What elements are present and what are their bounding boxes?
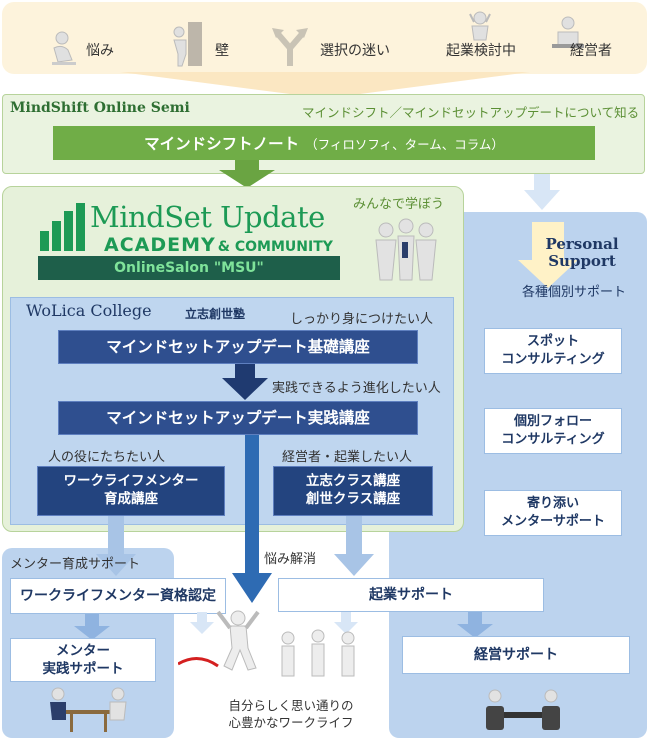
spot-consulting-box: スポット コンサルティング xyxy=(484,328,622,374)
class-course-box: 立志クラス講座 創世クラス講座 xyxy=(273,466,433,516)
msu-logo-line2: ACADEMY & COMMUNITY xyxy=(104,234,333,256)
startup-down-arrow xyxy=(457,612,493,638)
executives-meeting-icon xyxy=(486,689,560,730)
mentor-practice-label: メンター 実践サポート xyxy=(42,642,124,677)
personal-support-title: Personal Support xyxy=(545,235,619,270)
lightblue-down-arrow xyxy=(524,174,560,210)
msu-community: & COMMUNITY xyxy=(217,239,333,255)
meeting-people-icon xyxy=(50,687,127,732)
label-learn: しっかり身につけたい人 xyxy=(290,312,434,327)
thinking-person-icon xyxy=(469,11,491,41)
cert-box: ワークライフメンター資格認定 xyxy=(10,578,226,614)
worries-panel xyxy=(2,2,647,74)
label-evolve: 実践できるよう進化したい人 xyxy=(272,381,441,396)
mindshift-note-detail: （フィロソフィ、ターム、コラム） xyxy=(305,136,504,152)
mindshift-note-bar: マインドシフトノート （フィロソフィ、ターム、コラム） xyxy=(53,126,595,160)
goal-text: 自分らしく思い通りの 心豊かなワークライフ xyxy=(228,698,354,730)
practice-course-box: マインドセットアップデート実践講座 xyxy=(58,401,418,435)
worry-label-1: 悩み xyxy=(86,43,114,59)
mentor-support-title: メンター育成サポート xyxy=(10,557,141,572)
personal-support-subtitle: 各種個別サポート xyxy=(522,285,627,300)
label-biz: 経営者・起業したい人 xyxy=(282,450,413,465)
startup-support-label: 起業サポート xyxy=(369,586,453,603)
mentor-practice-box: メンター 実践サポート xyxy=(10,638,156,682)
worry-label-2: 壁 xyxy=(215,43,229,59)
navy-down-arrow xyxy=(222,364,268,400)
fork-arrows-icon xyxy=(272,28,308,66)
celebrating-people-icon xyxy=(178,610,355,677)
class-course-down-arrow xyxy=(334,516,374,576)
practice-course-label: マインドセットアップデート実践講座 xyxy=(106,408,370,427)
resolve-down-arrow xyxy=(232,435,272,603)
mentor-course-box: ワークライフメンター 育成講座 xyxy=(37,466,225,516)
wolica-title: WoLica College xyxy=(26,301,152,320)
management-support-label: 経営サポート xyxy=(474,646,558,663)
basic-course-box: マインドセットアップデート基礎講座 xyxy=(58,330,418,364)
goal-arrow-right xyxy=(334,612,358,634)
mentor-support-box: 寄り添い メンターサポート xyxy=(484,490,622,536)
mentor-course-down-arrow xyxy=(96,516,136,576)
wolica-kanji: 立志創世塾 xyxy=(185,307,246,321)
goal-arrow-left xyxy=(190,612,214,634)
follow-consulting-box: 個別フォロー コンサルティング xyxy=(484,408,622,454)
mindshift-title: MindShift Online Semi xyxy=(10,100,190,116)
personal-support-arrow xyxy=(518,222,578,288)
msu-academy: ACADEMY xyxy=(104,234,216,256)
msu-salon-bar: OnlineSalon "MSU" xyxy=(38,256,340,280)
mentor-course-label: ワークライフメンター 育成講座 xyxy=(63,473,199,507)
worries-funnel-arrow xyxy=(120,72,530,94)
follow-consulting-label: 個別フォロー コンサルティング xyxy=(501,414,605,447)
resolve-label: 悩み解消 xyxy=(264,552,317,567)
class-course-label: 立志クラス講座 創世クラス講座 xyxy=(305,473,401,507)
mentor-support-label: 寄り添い メンターサポート xyxy=(501,496,605,529)
cert-down-arrow xyxy=(74,614,110,640)
msu-bars-logo-icon xyxy=(40,203,85,251)
person-at-wall-icon xyxy=(173,22,202,67)
management-support-box: 経営サポート xyxy=(402,636,630,674)
startup-support-box: 起業サポート xyxy=(278,578,544,612)
person-at-desk-icon xyxy=(552,16,584,48)
green-down-arrow xyxy=(219,160,275,188)
msu-logo-line1: MindSet Update xyxy=(90,200,325,234)
basic-course-label: マインドセットアップデート基礎講座 xyxy=(106,337,370,356)
worry-label-5: 経営者 xyxy=(570,43,612,59)
label-help: 人の役にたちたい人 xyxy=(48,450,166,465)
msu-caption: みんなで学ぼう xyxy=(353,197,445,212)
mindshift-note-label: マインドシフトノート xyxy=(144,135,300,153)
msu-salon-label: OnlineSalon "MSU" xyxy=(114,260,264,276)
spot-consulting-label: スポット コンサルティング xyxy=(501,334,605,367)
worry-label-3: 選択の迷い xyxy=(320,43,390,59)
cert-label: ワークライフメンター資格認定 xyxy=(20,587,216,604)
sitting-worried-person-icon xyxy=(52,31,76,65)
group-huddle-icon xyxy=(375,218,437,281)
worry-label-4: 起業検討中 xyxy=(446,43,516,59)
mindshift-subtitle: マインドシフト／マインドセットアップデートについて知る xyxy=(302,105,640,120)
